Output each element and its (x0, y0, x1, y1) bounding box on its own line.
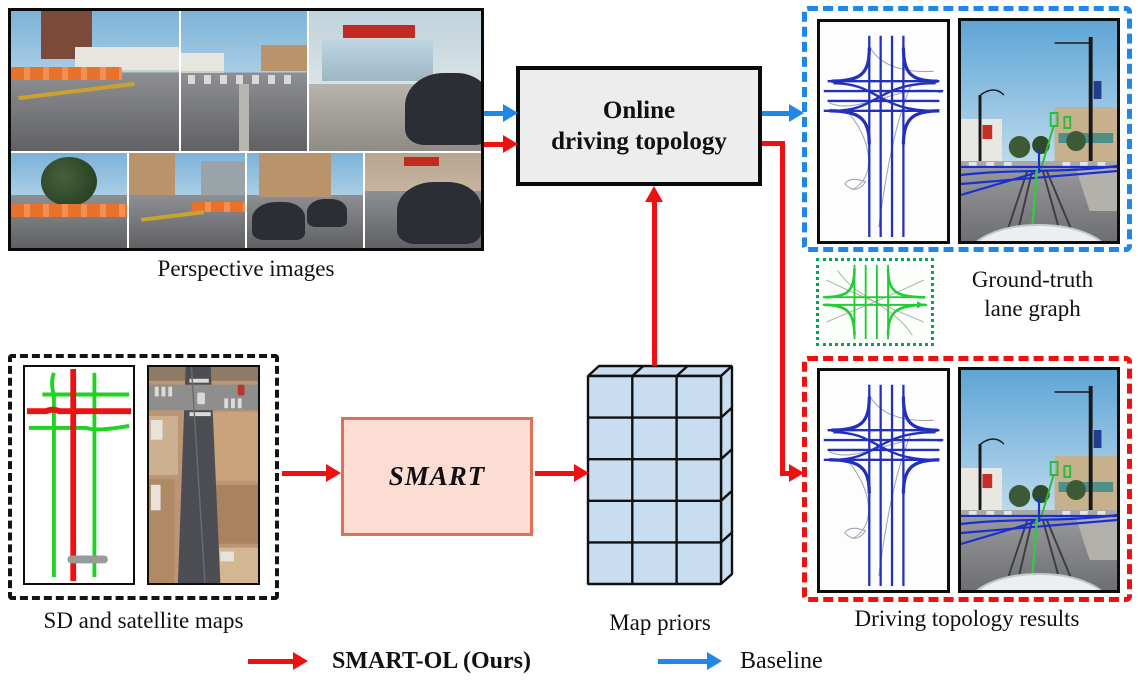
map-priors-stack (586, 364, 734, 586)
camera-image-rear-center-right (247, 153, 363, 248)
barrier-shape (11, 67, 122, 80)
online-box-line1: Online (602, 96, 676, 124)
arrow-online-to-baseline (762, 111, 790, 116)
barrier-shape (11, 204, 127, 217)
arrow-smart-to-priors (535, 471, 575, 476)
perspective-images-grid (8, 8, 484, 251)
crosswalk-shape (188, 75, 300, 84)
smart-label: SMART (388, 461, 486, 491)
baseline-camera-panel (958, 18, 1120, 244)
ours-result-box (802, 356, 1132, 602)
tree-shape (41, 156, 97, 207)
perspective-images-label: Perspective images (157, 256, 335, 281)
store-sign-shape (343, 25, 416, 38)
arrowhead-red-icon (789, 464, 804, 482)
satellite-map-panel (147, 365, 260, 585)
online-box-line2: driving topology (551, 128, 727, 155)
legend-baseline-label: Baseline (740, 648, 823, 674)
ground-truth-label: Ground-truth lane graph (930, 266, 1135, 324)
camera-image-front-left (11, 11, 179, 151)
arrowhead-red-icon (293, 652, 308, 670)
arrowhead-red-up-icon (645, 186, 663, 202)
camera-image-rear-left (11, 153, 127, 248)
arrow-online-to-ours-h2 (780, 471, 790, 476)
barrier-shape (191, 202, 245, 212)
camera-overlay-icon (961, 370, 1117, 590)
car-shape (307, 198, 347, 228)
building-shape (129, 153, 176, 195)
baseline-result-box (802, 6, 1132, 252)
lane-graph-blue-icon (820, 371, 947, 590)
results-label: Driving topology results (854, 606, 1080, 631)
building-shape (200, 160, 245, 195)
car-shape (251, 202, 305, 241)
legend-ours-arrow (248, 659, 294, 664)
storefront-glass-shape (322, 39, 433, 81)
cube-stack-icon (586, 364, 734, 586)
arrowhead-red-icon (503, 135, 518, 153)
arrowhead-blue-icon (707, 652, 722, 670)
arrow-online-to-ours-h1 (762, 141, 785, 146)
arrowhead-blue-icon (789, 104, 804, 122)
store-sign-shape (404, 156, 440, 167)
arrowhead-red-icon (574, 464, 589, 482)
ours-lane-graph-panel (817, 368, 950, 593)
baseline-lane-graph-panel (817, 19, 950, 244)
building-shape (261, 44, 307, 72)
smart-module-box: SMART (341, 417, 533, 536)
ground-truth-box (816, 258, 934, 346)
arrow-images-to-online-red (484, 142, 504, 147)
road-line-shape (140, 209, 204, 222)
ground-truth-label-line1: Ground-truth (971, 267, 1094, 292)
building-shape (258, 153, 331, 197)
road-line-shape (17, 82, 135, 101)
arrow-priors-to-online (652, 201, 657, 366)
sd-map-panel (23, 365, 135, 585)
camera-image-rear-center-left (129, 153, 245, 248)
camera-row-front (11, 11, 481, 151)
lane-graph-blue-icon (820, 22, 947, 241)
map-priors-label: Map priors (609, 610, 711, 635)
car-shape (405, 72, 481, 146)
legend-ours-label: SMART-OL (Ours) (332, 648, 531, 674)
camera-image-front-right (308, 11, 481, 151)
sd-map-icon (25, 367, 133, 583)
lane-graph-green-icon (819, 261, 931, 343)
ground-truth-label-line2: lane graph (984, 295, 1081, 321)
camera-image-rear-right (365, 153, 481, 248)
arrowhead-red-icon (326, 464, 341, 482)
arrow-online-to-ours-v (780, 141, 785, 476)
online-driving-topology-box: Online driving topology (516, 66, 762, 186)
arrow-maps-to-smart (282, 471, 327, 476)
camera-image-front-center (180, 11, 307, 151)
sd-satellite-box (8, 354, 279, 600)
camera-row-rear (11, 153, 481, 248)
building-shape (180, 53, 224, 74)
camera-overlay-icon (961, 21, 1117, 241)
ours-camera-panel (958, 367, 1120, 593)
median-shape (238, 83, 249, 151)
legend-baseline-arrow (658, 659, 708, 664)
sd-satellite-label: SD and satellite maps (43, 608, 244, 633)
satellite-map-icon (149, 367, 258, 583)
arrowhead-blue-icon (503, 104, 518, 122)
arrow-images-to-online-blue (484, 111, 504, 116)
car-shape (397, 181, 481, 245)
